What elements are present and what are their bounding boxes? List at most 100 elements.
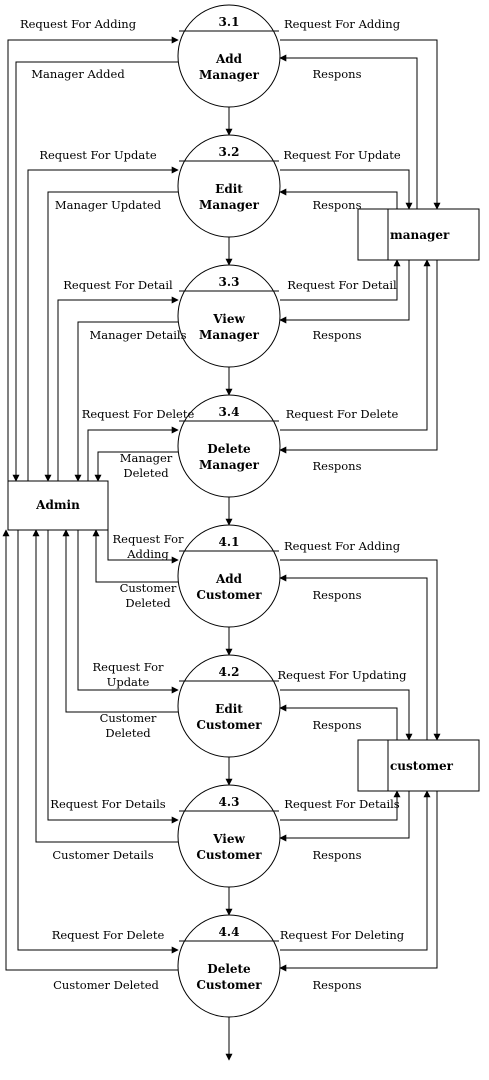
process-name-line2: Customer — [196, 718, 262, 732]
process-name-line2: Customer — [196, 588, 262, 602]
flow-process-8-to-store — [280, 790, 431, 951]
flow-admin-to-process-5 — [107, 530, 179, 564]
flow-process-1-to-store — [280, 39, 441, 210]
flow-label-right-10: Respons — [313, 588, 362, 602]
flow-admin-to-process-7 — [47, 530, 179, 824]
process-name-line1: Add — [215, 572, 243, 586]
process-number: 4.4 — [219, 925, 240, 939]
customer-store[interactable]: customer — [357, 739, 480, 792]
flow-process-2-to-admin — [44, 191, 178, 482]
admin-label: Admin — [35, 498, 80, 512]
flow-label-left-1: Request For Adding — [20, 17, 137, 31]
flow-label-left-5: Request For Detail — [63, 278, 173, 292]
flow-process-6-to-admin — [62, 529, 178, 713]
process-name-line2: Manager — [199, 68, 260, 82]
process-name-line2: Manager — [199, 458, 260, 472]
flow-process-2-to-store — [280, 169, 413, 210]
manager-store[interactable]: manager — [357, 208, 480, 261]
flow-label-left-10: Deleted — [125, 596, 171, 610]
flow-process-7-to-store — [280, 790, 401, 821]
process-name-line2: Customer — [196, 848, 262, 862]
flow-label-right-5: Request For Detail — [287, 278, 397, 292]
flow-admin-to-process-4 — [87, 426, 179, 481]
flow-process-5-to-store — [280, 559, 441, 741]
flow-label-right-8: Respons — [313, 459, 362, 473]
flow-label-left-7: Request For Delete — [82, 407, 195, 421]
flow-store-to-process-7 — [279, 791, 410, 842]
flow-label-left-11: Request For — [93, 660, 164, 674]
flow-process-5-to-admin — [92, 529, 178, 583]
admin-entity[interactable]: Admin — [7, 480, 109, 531]
flow-label-left-15: Request For Delete — [52, 928, 165, 942]
process-name-line2: Manager — [199, 198, 260, 212]
flow-label-right-7: Request For Delete — [286, 407, 399, 421]
flow-label-left-2: Manager Added — [31, 67, 125, 81]
process-number: 3.3 — [219, 275, 240, 289]
flow-admin-to-process-2 — [27, 166, 179, 481]
flow-store-to-process-2 — [279, 188, 398, 209]
flow-process-6-to-store — [280, 689, 413, 741]
flow-label-left-11: Update — [107, 675, 150, 689]
process-name-line1: Add — [215, 52, 243, 66]
flow-label-right-12: Respons — [313, 718, 362, 732]
process-number: 3.1 — [219, 15, 240, 29]
flow-label-left-14: Customer Details — [52, 848, 153, 862]
process-name-line1: Edit — [215, 182, 243, 196]
process-name-line1: Delete — [207, 442, 251, 456]
flow-label-right-13: Request For Details — [284, 797, 400, 811]
flow-label-left-8: Manager — [120, 451, 173, 465]
flow-label-left-12: Deleted — [105, 726, 151, 740]
flow-label-left-8: Deleted — [123, 466, 169, 480]
flow-store-to-process-5 — [279, 574, 428, 740]
flow-store-to-process-1 — [279, 54, 418, 209]
flow-label-left-4: Manager Updated — [55, 198, 162, 212]
data-flows — [2, 36, 441, 1061]
flow-label-right-16: Respons — [313, 978, 362, 992]
flow-process-4-to-store — [280, 259, 431, 431]
process-number: 3.4 — [219, 405, 240, 419]
flow-label-left-9: Request For — [113, 532, 184, 546]
flow-process-7-to-admin — [32, 529, 178, 843]
process-number: 4.2 — [219, 665, 240, 679]
flow-label-left-13: Request For Details — [50, 797, 166, 811]
flow-label-right-14: Respons — [313, 848, 362, 862]
flow-label-right-15: Request For Deleting — [280, 928, 405, 942]
flow-label-right-11: Request For Updating — [278, 668, 408, 682]
flow-label-right-9: Request For Adding — [284, 539, 401, 553]
process-name-line1: View — [212, 312, 245, 326]
process-name-line1: View — [212, 832, 245, 846]
processes: 3.1AddManager3.2EditManager3.3ViewManage… — [177, 4, 281, 1018]
customer-store-label: customer — [390, 759, 454, 773]
flow-process-4-to-admin — [94, 451, 178, 482]
flow-store-to-process-4 — [279, 260, 438, 454]
flow-label-right-3: Request For Update — [283, 148, 401, 162]
process-number: 4.3 — [219, 795, 240, 809]
flow-label-right-1: Request For Adding — [284, 17, 401, 31]
flow-store-to-process-6 — [279, 704, 398, 740]
flow-process-3-to-admin — [74, 321, 178, 482]
process-name-line1: Delete — [207, 962, 251, 976]
manager-store-label: manager — [390, 228, 450, 242]
flow-admin-to-process-6 — [77, 530, 179, 694]
flow-label-right-2: Respons — [313, 67, 362, 81]
flow-label-left-3: Request For Update — [39, 148, 157, 162]
flow-process-8-to-admin — [2, 529, 178, 971]
flow-label-left-9: Adding — [126, 547, 169, 561]
flow-store-to-process-8 — [279, 791, 438, 972]
flow-process-3-to-store — [280, 259, 401, 301]
flow-admin-to-process-8 — [17, 530, 179, 954]
flow-label-right-6: Respons — [313, 328, 362, 342]
flow-label-right-4: Respons — [313, 198, 362, 212]
flow-label-left-12: Customer — [100, 711, 157, 725]
flow-admin-to-process-1 — [7, 36, 179, 481]
